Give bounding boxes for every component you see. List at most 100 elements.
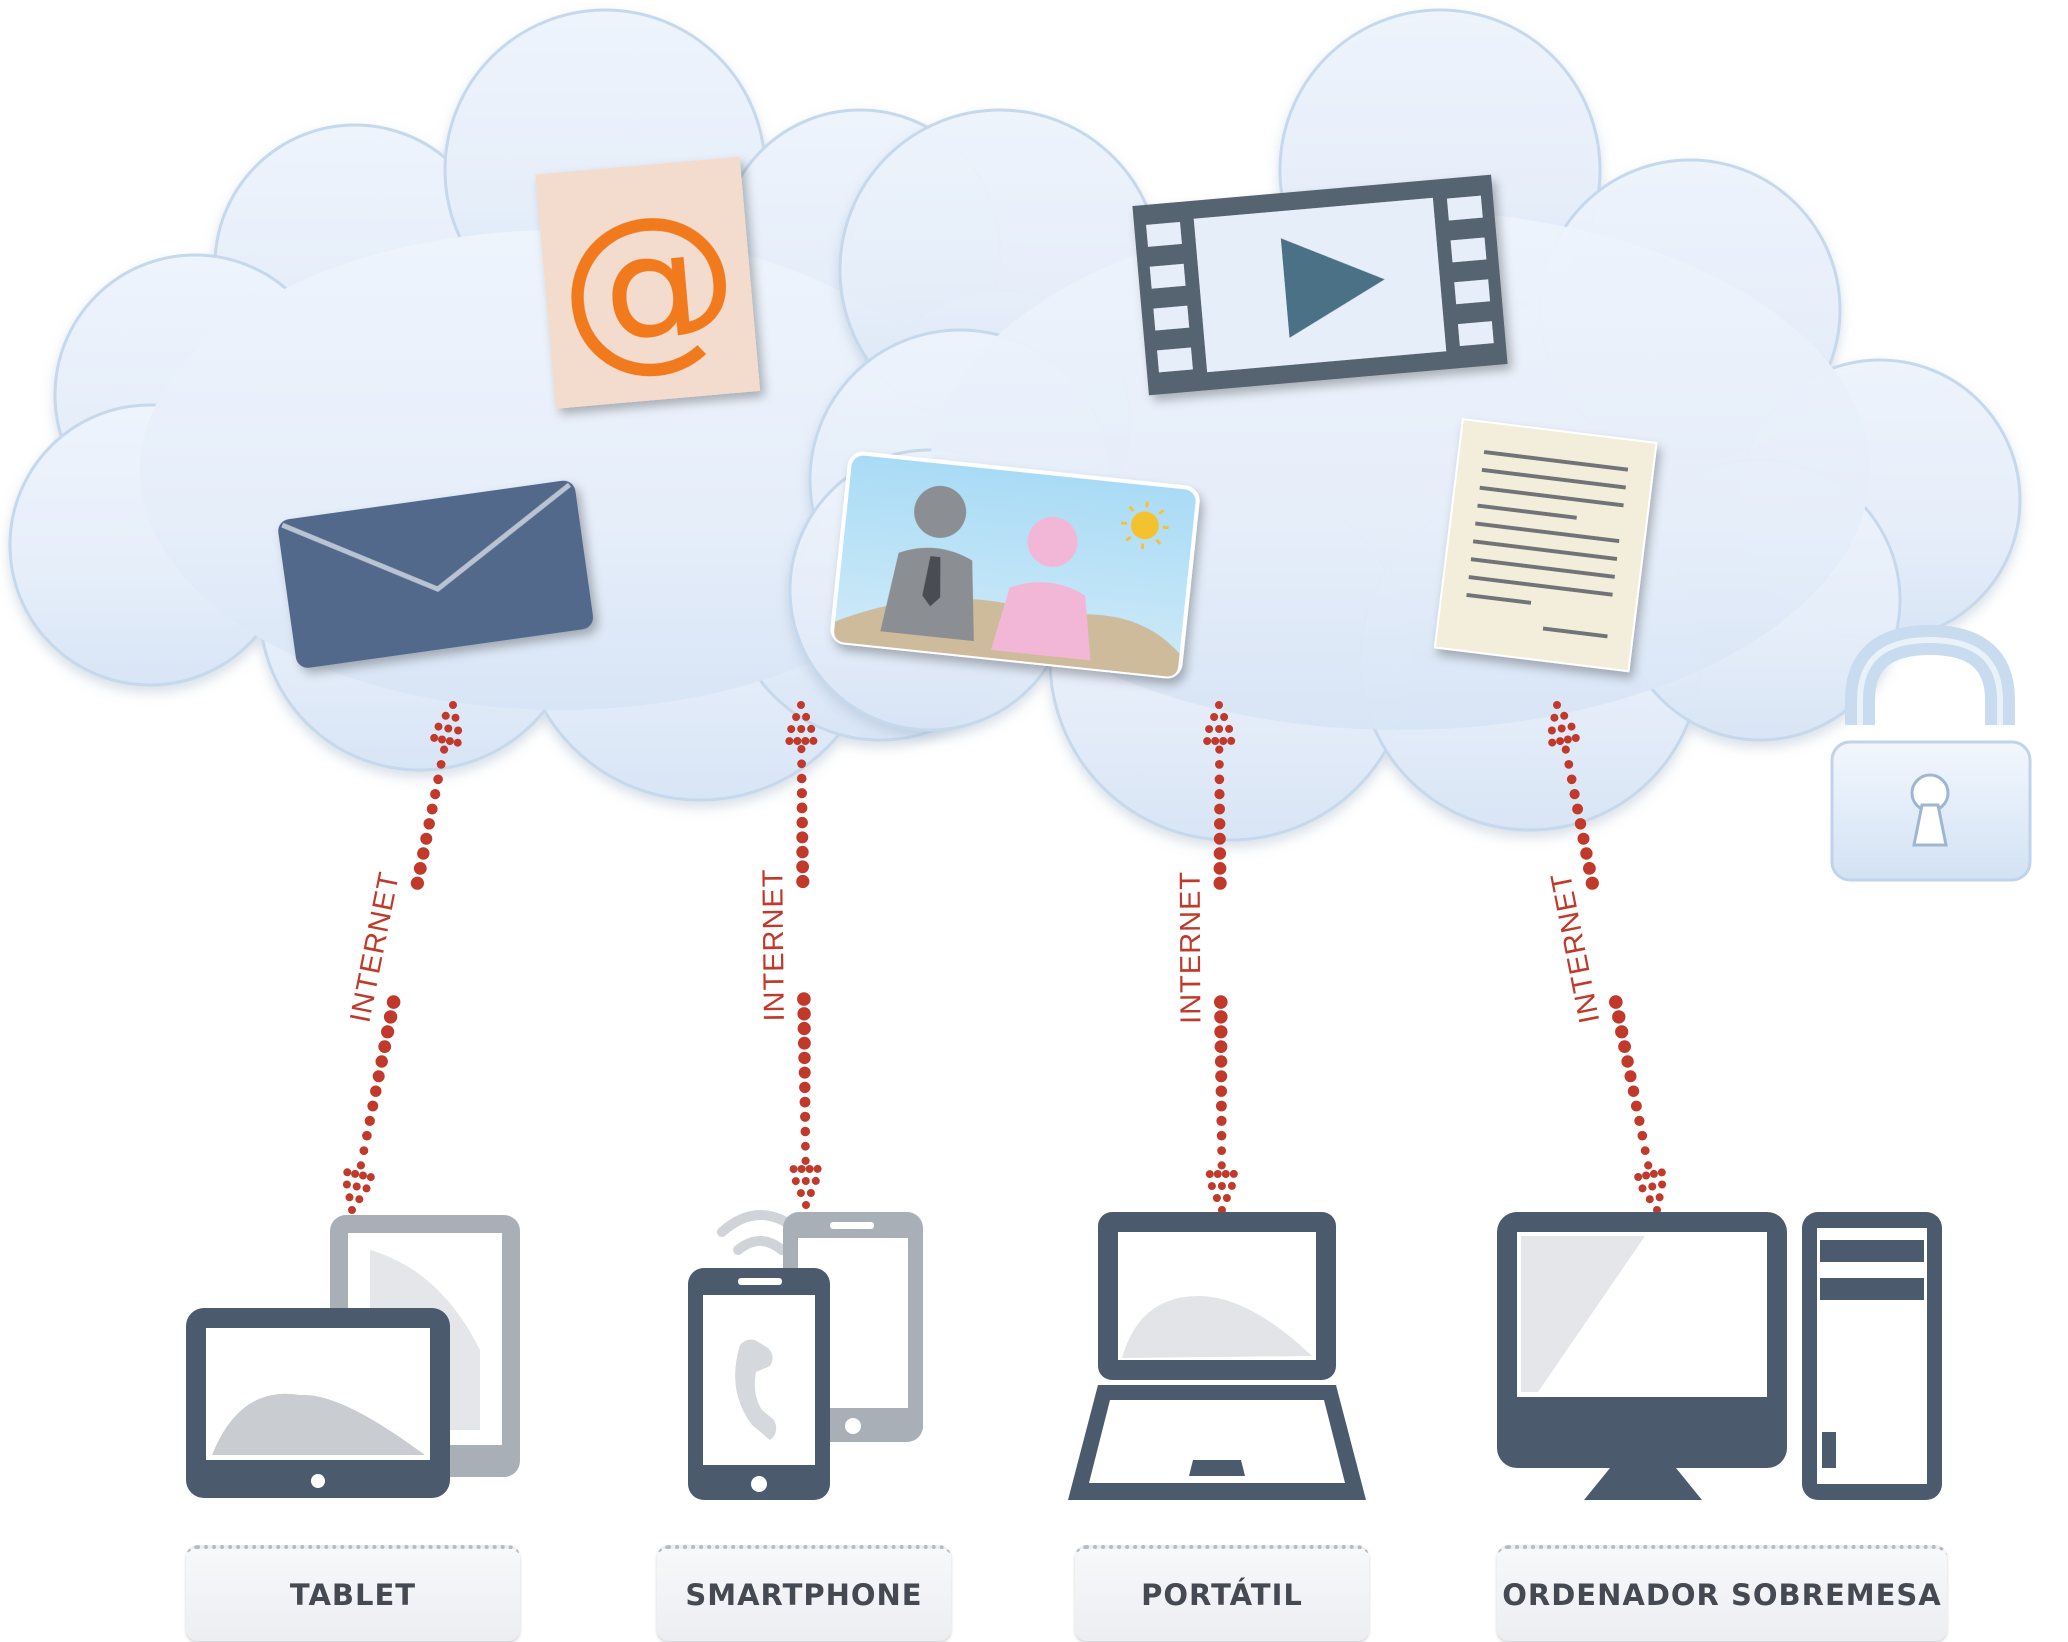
arrowhead-device: [1638, 1184, 1647, 1193]
desktop-icon: [1497, 1212, 1942, 1500]
arrowhead-cloud: [1563, 735, 1572, 744]
connection-dot: [796, 788, 808, 799]
connection-dot: [797, 1021, 811, 1036]
arrowhead-cloud: [797, 725, 806, 733]
arrowhead-cloud: [809, 736, 818, 745]
arrowhead-cloud: [1556, 737, 1565, 746]
arrowhead-cloud: [801, 737, 810, 745]
connection-dot: [797, 759, 806, 769]
connection-dot: [410, 876, 424, 890]
arrowhead-device: [1205, 1170, 1214, 1179]
arrowhead-device: [359, 1171, 367, 1180]
arrowhead-cloud: [793, 737, 802, 745]
internet-connection-2: INTERNET: [757, 701, 822, 1209]
arrowhead-cloud: [1225, 724, 1234, 733]
svg-text:@: @: [550, 172, 748, 396]
connection-dot: [1216, 1130, 1227, 1141]
arrowhead-cloud: [807, 724, 816, 733]
arrowhead-device: [1213, 1170, 1222, 1178]
connection-dot: [800, 1111, 811, 1122]
connection-dot: [1214, 995, 1228, 1009]
arrowhead-cloud: [453, 738, 462, 747]
arrowhead-device: [1229, 1169, 1238, 1178]
arrowhead-device: [802, 1201, 810, 1209]
cloud-right: [788, 8, 2022, 842]
arrowhead-device: [1642, 1171, 1651, 1180]
connection-dot: [1564, 760, 1574, 769]
arrowhead-device: [366, 1173, 375, 1182]
arrowhead-device: [1217, 1182, 1226, 1190]
arrowhead-cloud: [1547, 726, 1556, 735]
arrowhead-cloud: [1203, 737, 1212, 746]
connection-dot: [798, 1036, 811, 1050]
connection-dot: [1621, 1055, 1634, 1068]
connection-dot: [1574, 818, 1587, 830]
arrowhead-cloud: [1220, 713, 1229, 721]
arrowhead-cloud: [454, 726, 463, 735]
connection-dot: [375, 1055, 388, 1068]
connection-dot: [1618, 1040, 1631, 1053]
connection-dot: [1214, 774, 1225, 785]
connection-dot: [797, 745, 806, 754]
arrowhead-device: [1207, 1182, 1216, 1191]
internet-connection-3: INTERNET: [1175, 701, 1238, 1214]
arrowhead-cloud: [1227, 736, 1236, 745]
arrowhead-cloud: [1219, 737, 1228, 745]
connection-dot: [417, 847, 430, 860]
padlock-icon: [1830, 624, 2032, 882]
connection-dot: [796, 802, 808, 814]
arrowhead-device: [789, 1165, 798, 1174]
connection-dot: [1215, 1070, 1228, 1083]
arrowhead-device: [806, 1189, 815, 1197]
arrowhead-cloud: [449, 701, 457, 709]
arrowhead-cloud: [438, 735, 446, 744]
arrowhead-cloud: [785, 737, 794, 746]
arrowhead-device: [1212, 1194, 1221, 1202]
arrowhead-device: [801, 1177, 810, 1185]
connection-dot: [1627, 1085, 1640, 1097]
connection-dot: [367, 1100, 379, 1112]
arrowhead-cloud: [1215, 725, 1224, 733]
connection-dot: [430, 789, 441, 800]
arrowhead-device: [1227, 1181, 1236, 1190]
device-label-laptop: PORTÁTIL: [1075, 1545, 1369, 1641]
connection-dot: [1572, 803, 1583, 815]
arrowhead-device: [351, 1169, 360, 1178]
arrowhead-device: [797, 1165, 806, 1173]
connection-dot: [420, 832, 433, 845]
arrowhead-cloud: [434, 722, 443, 731]
connection-dot: [372, 1070, 385, 1083]
connection-dot: [796, 860, 809, 874]
arrowhead-cloud: [1560, 711, 1569, 720]
connection-dot: [1214, 1055, 1228, 1068]
arrowhead-cloud: [451, 713, 460, 722]
arrowhead-device: [342, 1180, 351, 1189]
connection-dot: [362, 1130, 372, 1141]
connection-dot: [1213, 847, 1227, 860]
connection-dot: [1213, 862, 1227, 875]
connection-dot: [1217, 1146, 1226, 1155]
device-label-desktop: ORDENADOR SOBREMESA: [1497, 1545, 1947, 1641]
connection-dot: [1580, 847, 1593, 860]
arrowhead-device: [348, 1206, 356, 1214]
tablet-icon: [186, 1215, 520, 1498]
connection-dot: [1566, 774, 1577, 785]
arrowhead-cloud: [445, 737, 454, 746]
connection-dot: [797, 1007, 811, 1021]
smartphone-icon: [688, 1210, 923, 1500]
arrowhead-cloud: [1553, 701, 1561, 709]
connection-dot: [799, 1081, 811, 1094]
connection-dot: [1569, 789, 1580, 800]
connection-dot: [383, 1010, 398, 1024]
device-label-smartphone: SMARTPHONE: [657, 1545, 951, 1641]
arrowhead-device: [805, 1165, 814, 1173]
connection-dot: [1585, 876, 1599, 890]
connection-dot: [1213, 832, 1226, 845]
connection-dot: [433, 774, 443, 785]
connection-dot: [1214, 1040, 1228, 1053]
connection-dot: [386, 995, 401, 1009]
connection-dot: [800, 1126, 811, 1137]
connection-label: INTERNET: [1175, 871, 1208, 1024]
arrowhead-device: [791, 1177, 800, 1186]
